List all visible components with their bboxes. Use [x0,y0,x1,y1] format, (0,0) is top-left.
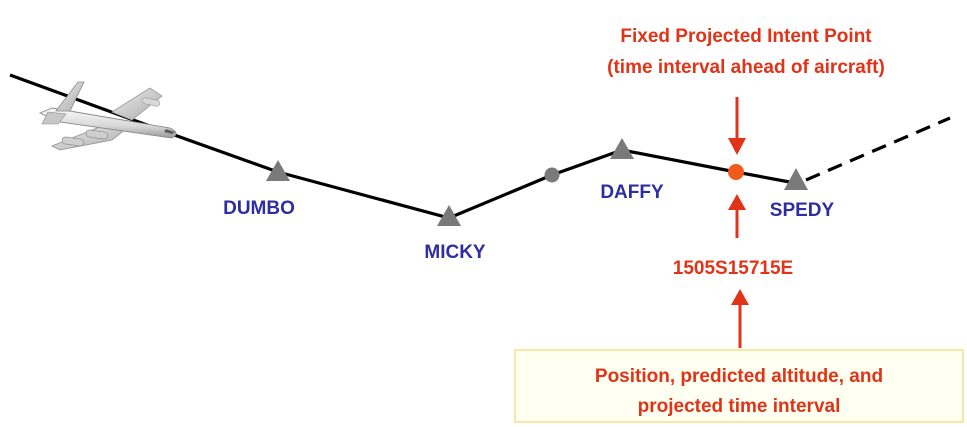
arrow-up-icon [728,194,746,238]
waypoint-dumbo-icon [266,160,290,181]
position-code: 1505S15715E [673,258,793,279]
aircraft-icon [38,81,177,151]
intent-point-title-line2: (time interval ahead of aircraft) [607,57,885,78]
intent-point-title-line1: Fixed Projected Intent Point [620,26,872,47]
arrow-down-icon [728,97,746,155]
note-box [514,349,964,423]
note-line1: Position, predicted altitude, and [595,366,883,387]
waypoint-label-spedy: SPEDY [770,200,835,221]
waypoint-label-dumbo: DUMBO [223,198,295,219]
arrow-up-icon [731,289,749,348]
waypoint-daffy-icon [610,138,634,159]
intermediate-point-icon [544,167,560,183]
route-continuation-dashed [805,116,951,182]
waypoint-spedy-icon [784,168,808,190]
waypoint-label-micky: MICKY [424,242,486,263]
intent-point-icon [728,164,744,180]
note-line2: projected time interval [638,396,841,417]
waypoint-label-daffy: DAFFY [600,182,664,203]
route-line [9,73,796,220]
waypoint-micky-icon [437,205,461,226]
